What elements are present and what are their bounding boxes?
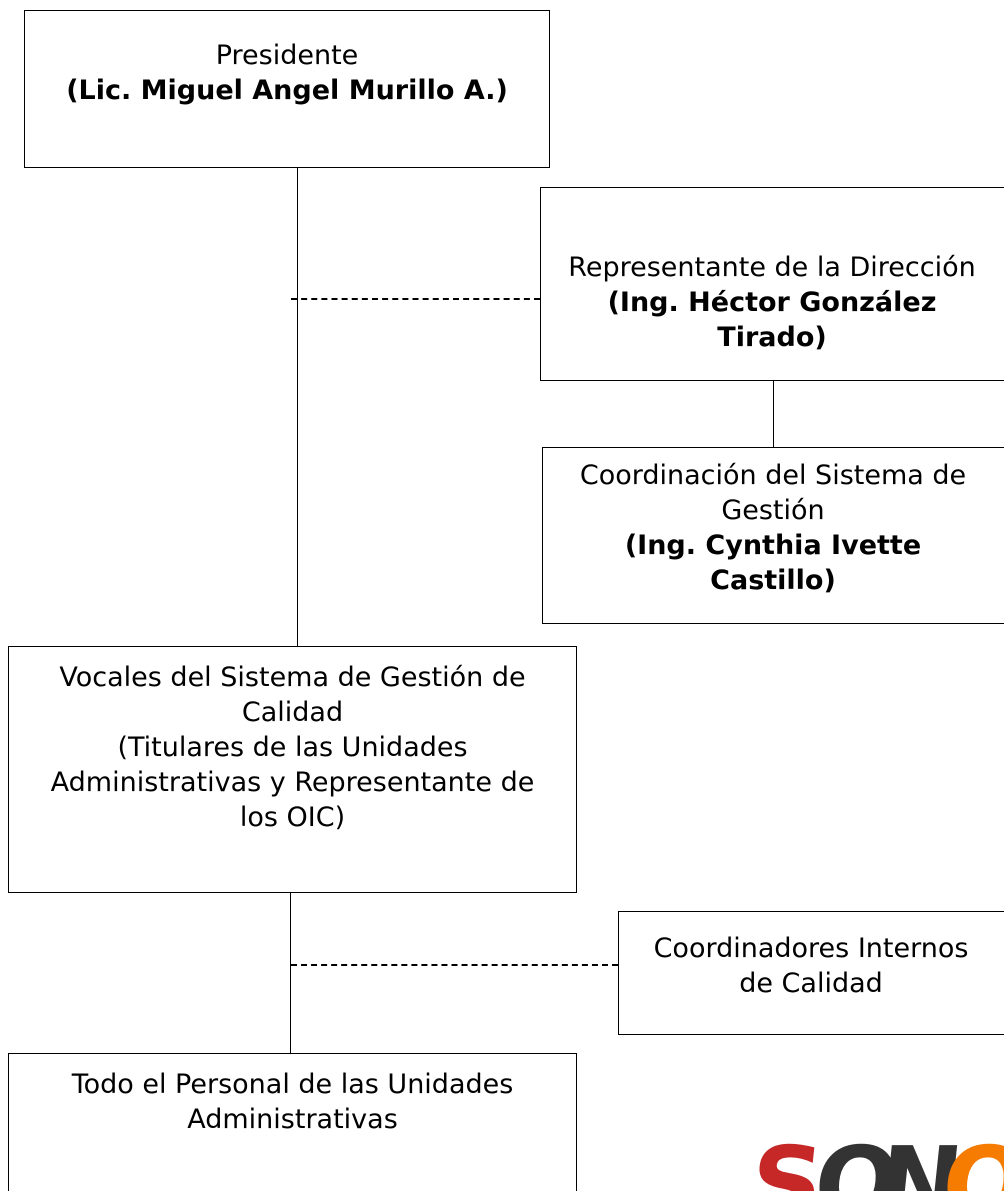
connector-representante-coordinacion [773, 381, 774, 447]
representante-name-line2: Tirado) [717, 322, 827, 353]
coordinacion-box: Coordinación del Sistema de Gestión (Ing… [542, 447, 1004, 624]
coordinadores-line1: Coordinadores Internos [653, 933, 969, 964]
personal-line1: Todo el Personal de las Unidades [71, 1069, 514, 1100]
vocales-line1: Vocales del Sistema de Gestión de [59, 662, 526, 693]
vocales-line3: (Titulares de las Unidades [117, 732, 468, 763]
vocales-line5: los OIC) [239, 802, 346, 833]
connector-vocales-personal [290, 893, 291, 1053]
dashed-connector-coordinadores [291, 964, 618, 966]
logo-letter: O [936, 1125, 1004, 1191]
coordinacion-name-line2: Castillo) [710, 565, 836, 596]
representante-box: Representante de la Dirección (Ing. Héct… [540, 187, 1004, 381]
logo-letter: S [745, 1125, 825, 1191]
presidente-name: (Lic. Miguel Angel Murillo A.) [66, 75, 508, 106]
representante-title: Representante de la Dirección [568, 252, 976, 283]
dashed-connector-representante [291, 298, 540, 300]
vocales-line4: Administrativas y Representante de [50, 767, 535, 798]
vocales-line2: Calidad [241, 697, 344, 728]
coordinadores-line2: de Calidad [739, 968, 883, 999]
logo-letter: O [808, 1125, 901, 1191]
presidente-title: Presidente [215, 40, 359, 71]
logo-letter: N [872, 1125, 964, 1191]
sonora-logo: SONORA [745, 1110, 1004, 1191]
personal-box: Todo el Personal de las Unidades Adminis… [8, 1053, 577, 1191]
connector-presidente-vocales [297, 168, 298, 646]
representante-name-line1: (Ing. Héctor González [607, 287, 937, 318]
presidente-box: Presidente (Lic. Miguel Angel Murillo A.… [24, 10, 550, 168]
vocales-box: Vocales del Sistema de Gestión de Calida… [8, 646, 577, 893]
personal-line2: Administrativas [187, 1104, 398, 1135]
coordinacion-name-line1: (Ing. Cynthia Ivette [624, 530, 922, 561]
coordinadores-box: Coordinadores Internos de Calidad [618, 911, 1004, 1035]
coordinacion-title-line1: Coordinación del Sistema de [579, 460, 967, 491]
coordinacion-title-line2: Gestión [721, 495, 825, 526]
